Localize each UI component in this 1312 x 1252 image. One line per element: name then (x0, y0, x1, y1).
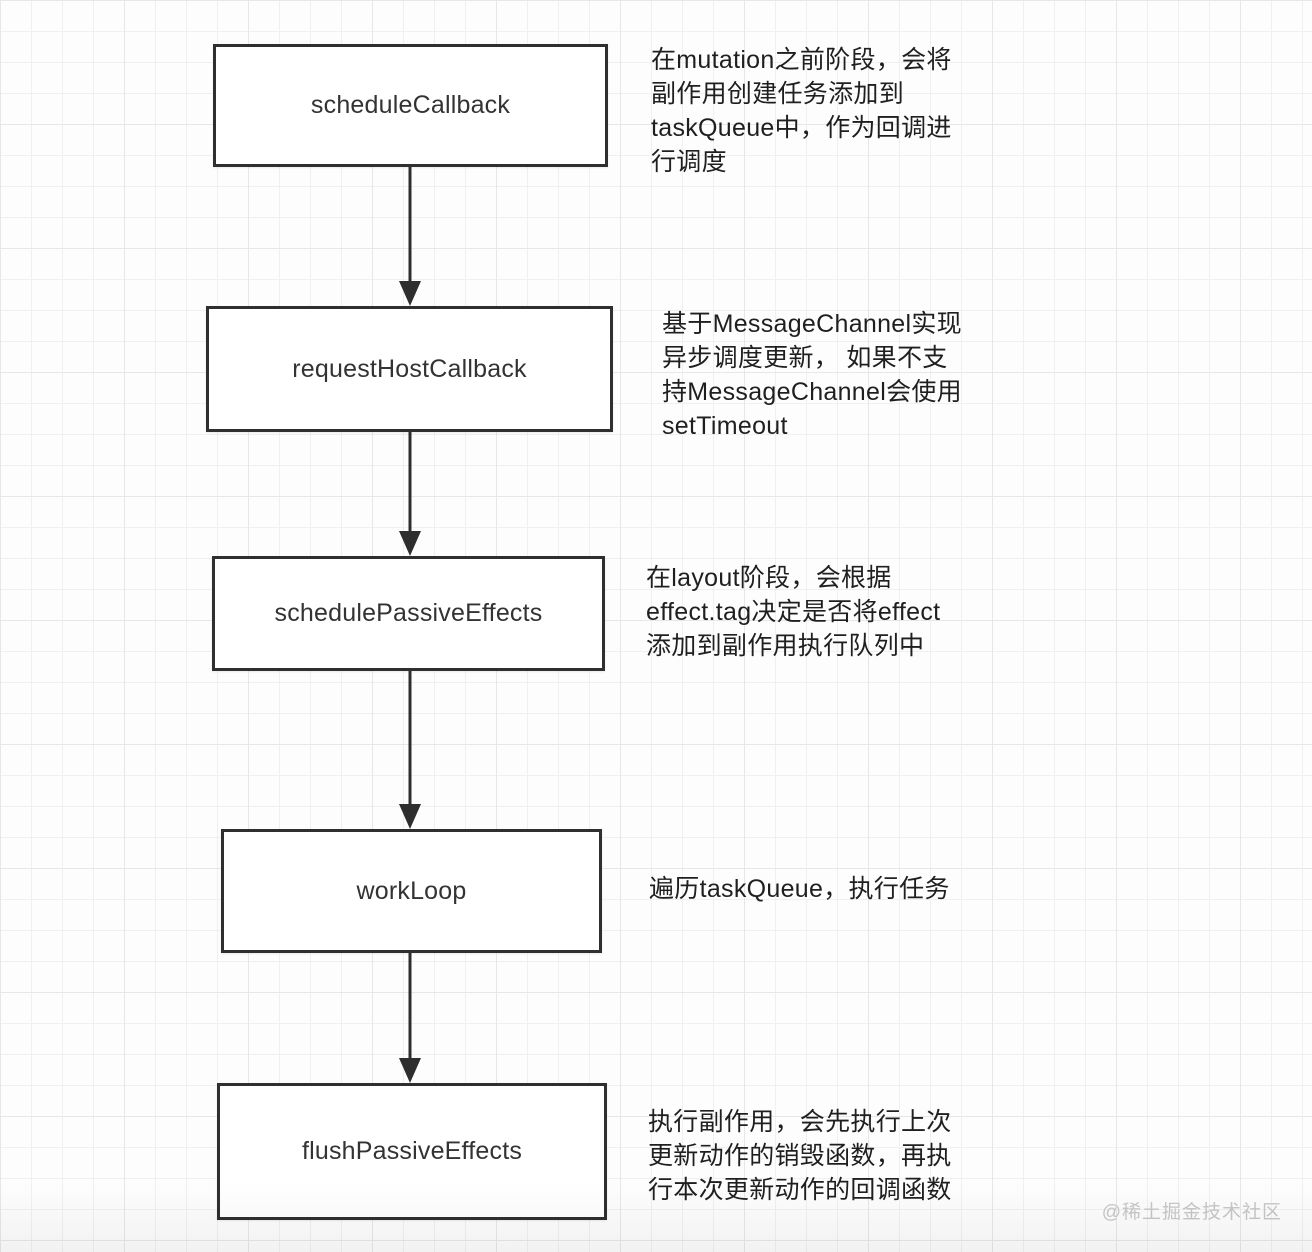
flow-node-label: workLoop (356, 876, 467, 905)
flow-note-work-loop: 遍历taskQueue，执行任务 (649, 875, 950, 903)
flow-node-label: scheduleCallback (310, 91, 511, 119)
arrow-shaft (408, 671, 412, 808)
arrow-down-icon (399, 671, 421, 829)
flow-note-schedule-passive-effects: 在layout阶段，会根据 effect.tag决定是否将effect 添加到副… (646, 564, 941, 660)
arrow-shaft (408, 432, 412, 535)
flow-note-flush-passive-effects: 执行副作用，会先执行上次 更新动作的销毁函数，再执 行本次更新动作的回调函数 (648, 1108, 952, 1204)
arrow-head (399, 531, 421, 556)
flow-node-label: requestHostCallback (292, 354, 527, 383)
arrow-head (399, 1058, 421, 1083)
flow-node-label: schedulePassiveEffects (274, 599, 543, 627)
arrow-shaft (408, 167, 412, 285)
arrow-head (399, 804, 421, 829)
arrow-shaft (408, 953, 412, 1062)
arrow-down-icon (399, 953, 421, 1083)
flow-node-flush-passive-effects: flushPassiveEffects (217, 1083, 607, 1220)
flow-node-work-loop: workLoop (221, 829, 602, 953)
flow-node-schedule-callback: scheduleCallback (213, 44, 608, 167)
arrow-head (399, 281, 421, 306)
flow-node-schedule-passive-effects: schedulePassiveEffects (212, 556, 605, 671)
flow-node-request-host-callback: requestHostCallback (206, 306, 613, 432)
flow-note-schedule-callback: 在mutation之前阶段，会将 副作用创建任务添加到 taskQueue中，作… (651, 46, 952, 176)
flow-note-request-host-callback: 基于MessageChannel实现 异步调度更新， 如果不支 持Message… (662, 310, 962, 440)
arrow-down-icon (399, 432, 421, 556)
arrow-down-icon (399, 167, 421, 306)
watermark: @稀土掘金技术社区 (1101, 1202, 1282, 1223)
flow-node-label: flushPassiveEffects (301, 1137, 523, 1165)
